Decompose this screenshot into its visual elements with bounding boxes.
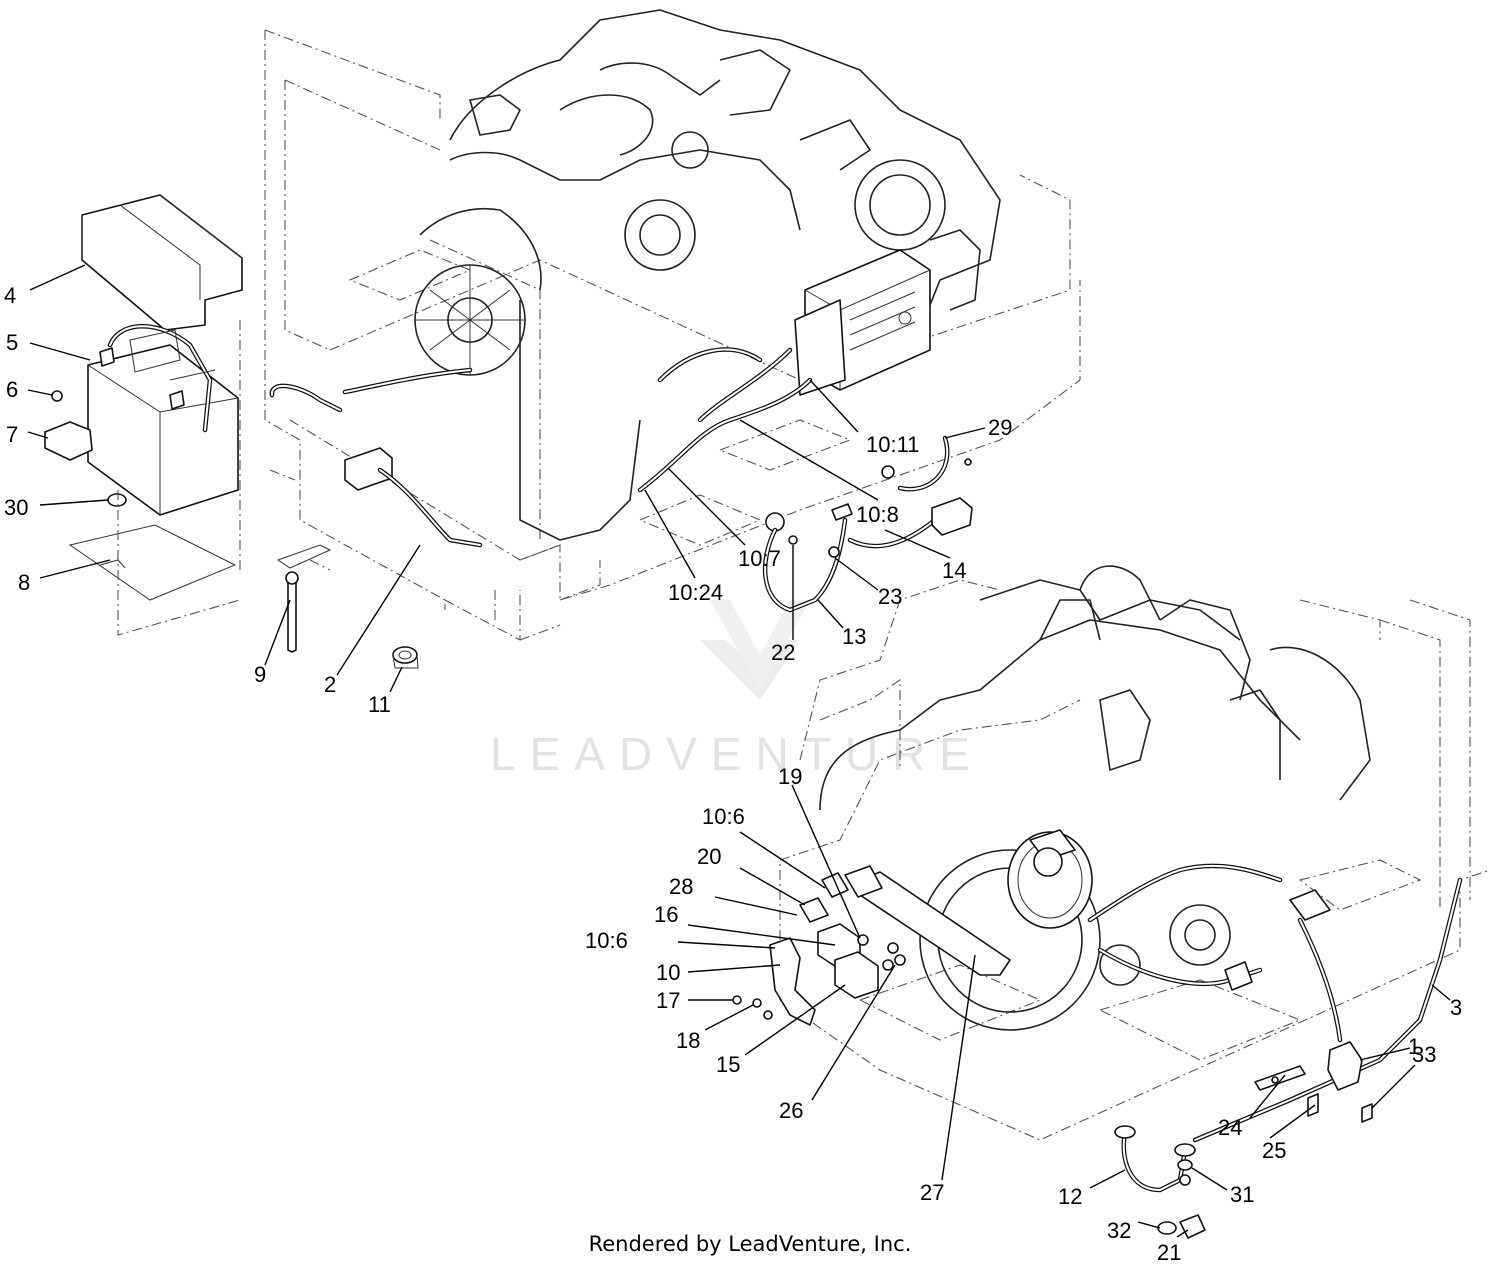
callout-33: 33	[1412, 1042, 1436, 1067]
callout-26: 26	[779, 1098, 803, 1123]
callout-9: 9	[254, 662, 266, 687]
callout-21: 21	[1157, 1240, 1181, 1265]
callout-10-24: 10:24	[668, 580, 723, 605]
callout-12: 12	[1058, 1184, 1082, 1209]
callout-1: 1	[1408, 1034, 1420, 1059]
ground-cables-upper	[763, 435, 973, 613]
callout-32: 32	[1107, 1218, 1131, 1243]
callout-20: 20	[697, 844, 721, 869]
callout-10-7: 10:7	[738, 546, 781, 571]
callout-27: 27	[920, 1180, 944, 1205]
callout-8: 8	[18, 570, 30, 595]
callout-7: 7	[6, 422, 18, 447]
callout-24: 24	[1218, 1115, 1242, 1140]
callout-30: 30	[4, 495, 28, 520]
callout-10-6b: 10:6	[585, 928, 628, 953]
callout-14: 14	[942, 558, 966, 583]
callout-6: 6	[6, 377, 18, 402]
rendered-by-credit: Rendered by LeadVenture, Inc.	[588, 1232, 912, 1256]
callout-5: 5	[6, 330, 18, 355]
callout-10-11: 10:11	[866, 432, 919, 457]
watermark: LEADVENTURE	[490, 600, 984, 780]
callout-25: 25	[1262, 1138, 1286, 1163]
callout-3: 3	[1450, 995, 1462, 1020]
callout-17: 17	[656, 988, 680, 1013]
lower-chassis	[732, 565, 1491, 1239]
callout-2: 2	[324, 672, 336, 697]
callout-18: 18	[676, 1028, 700, 1053]
callout-28: 28	[669, 874, 693, 899]
upper-chassis	[264, 9, 1081, 641]
callout-11: 11	[368, 692, 391, 717]
callout-labels: 4 5 6 7 30 8 9 2 11 10:11 29 10:8 10:7 1…	[4, 283, 1462, 1265]
callout-4: 4	[4, 283, 16, 308]
callout-10-6a: 10:6	[702, 804, 745, 829]
watermark-text: LEADVENTURE	[490, 728, 984, 780]
callout-13: 13	[842, 624, 866, 649]
battery-group	[44, 194, 483, 669]
callout-16: 16	[654, 902, 678, 927]
callout-15: 15	[716, 1052, 740, 1077]
callout-23: 23	[878, 584, 902, 609]
callout-10: 10	[656, 960, 680, 985]
callout-22: 22	[771, 640, 795, 665]
callout-19: 19	[778, 764, 802, 789]
callout-10-8: 10:8	[856, 502, 899, 527]
callout-29: 29	[988, 415, 1012, 440]
leader-lines	[27, 264, 1451, 1238]
callout-31: 31	[1230, 1182, 1254, 1207]
